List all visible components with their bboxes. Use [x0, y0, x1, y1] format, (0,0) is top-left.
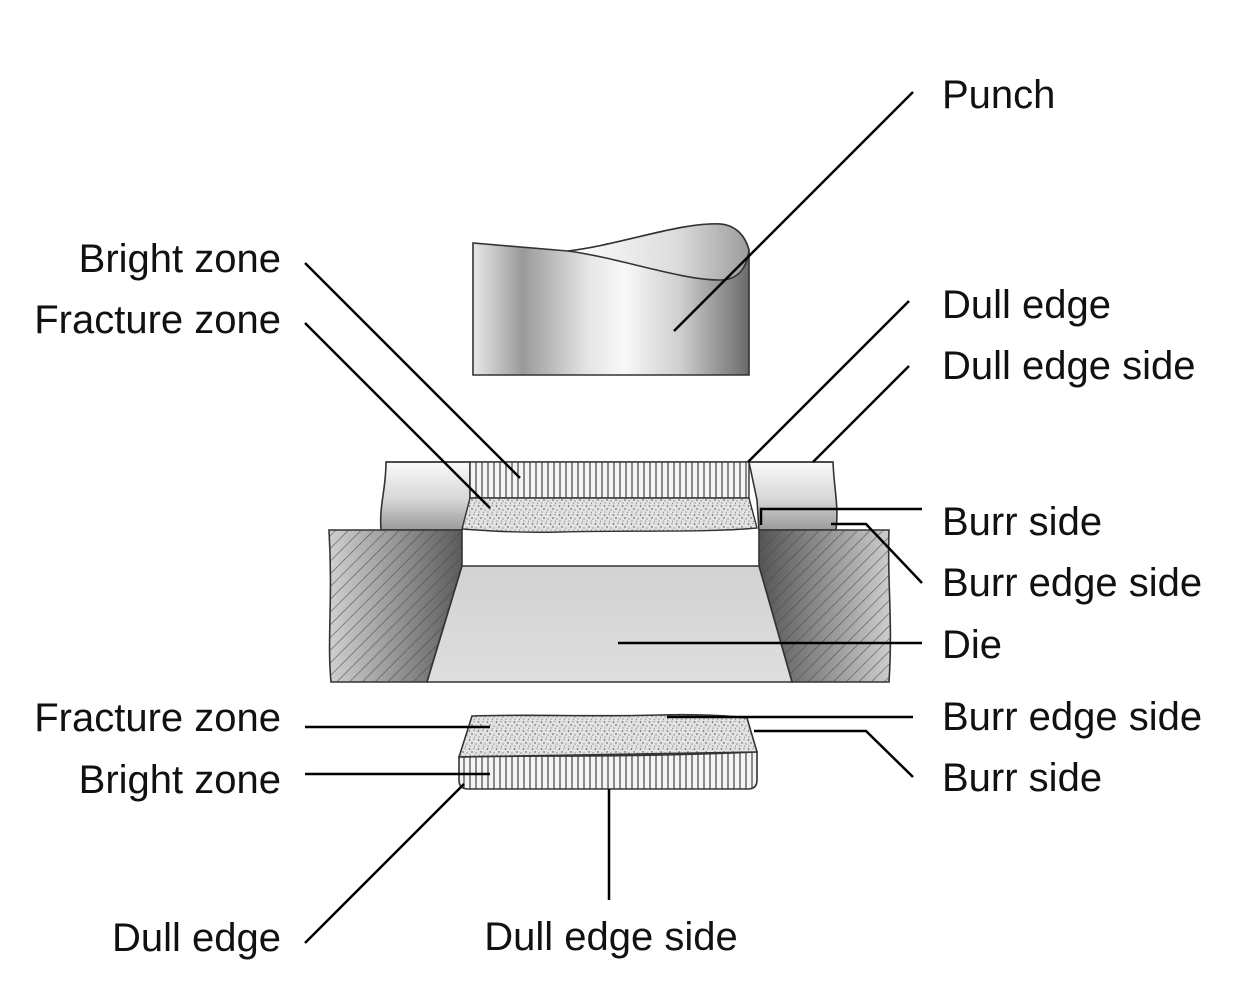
label-bottom-burr-side: Burr side	[942, 756, 1102, 800]
label-top-burr-side: Burr side	[942, 500, 1102, 544]
label-bottom-bright-zone: Bright zone	[79, 758, 281, 802]
label-die: Die	[942, 623, 1002, 667]
leader-bottom-dull-edge	[304, 783, 465, 944]
leader-top-burr-side	[759, 507, 922, 525]
label-bottom-dull-edge: Dull edge	[112, 916, 281, 960]
label-top-dull-edge-side: Dull edge side	[942, 344, 1196, 388]
label-punch: Punch	[942, 73, 1055, 117]
leader-top-bright-zone	[304, 262, 521, 479]
slug	[457, 713, 759, 790]
leader-top-dull-edge	[747, 300, 910, 463]
sheet-hole-wall	[461, 461, 758, 533]
leader-bottom-burr-side	[754, 729, 914, 778]
labels: Punch Bright zone Fracture zone Dull edg…	[34, 73, 1202, 960]
punch	[472, 223, 750, 376]
die	[328, 529, 892, 683]
label-top-burr-edge-side: Burr edge side	[942, 561, 1202, 605]
leader-punch	[673, 91, 914, 332]
label-top-fracture-zone: Fracture zone	[34, 298, 281, 342]
leader-top-burr-edge-side	[831, 522, 923, 584]
leader-top-dull-edge-side	[812, 365, 910, 463]
label-top-dull-edge: Dull edge	[942, 283, 1111, 327]
label-bottom-fracture-zone: Fracture zone	[34, 696, 281, 740]
label-bottom-burr-edge-side: Burr edge side	[942, 695, 1202, 739]
label-top-bright-zone: Bright zone	[79, 237, 281, 281]
leader-lines	[304, 91, 923, 944]
leader-top-fracture-zone	[304, 322, 491, 509]
label-bottom-dull-edge-side: Dull edge side	[484, 915, 738, 959]
